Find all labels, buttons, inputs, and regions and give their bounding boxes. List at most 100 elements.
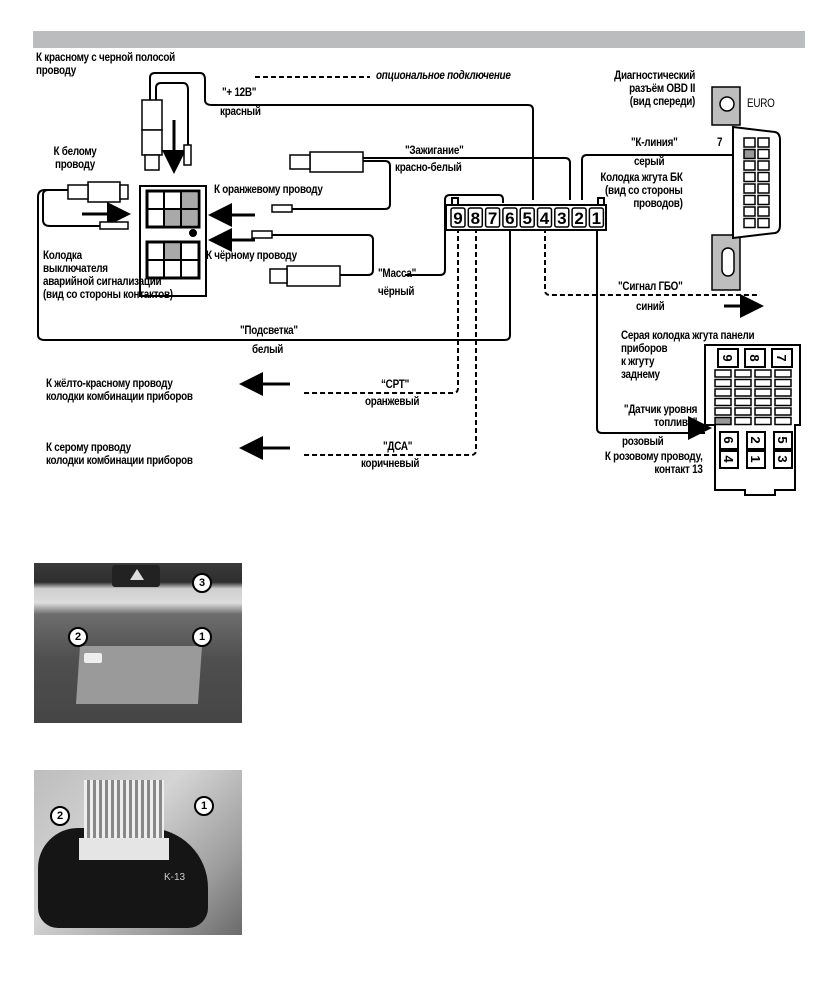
hazard-switch-connector	[139, 185, 207, 297]
gray-cell	[774, 369, 792, 378]
obd-pin	[743, 171, 756, 183]
photo-connector: K-13 2 1	[34, 770, 242, 935]
plug-ground	[286, 265, 341, 287]
obd-pin	[757, 183, 770, 194]
label-optional-connection: опциональное подключение	[376, 70, 511, 82]
label-obd-pin7: 7	[717, 137, 723, 149]
gray-pin-label: 5	[775, 436, 790, 443]
gray-pin	[744, 348, 766, 368]
gray-pin	[773, 450, 793, 469]
gray-pin	[746, 431, 766, 450]
callout-1: 1	[194, 796, 214, 816]
gray-pin	[746, 450, 766, 469]
gray-cell	[714, 416, 732, 426]
bk-pin-label: 4	[540, 209, 550, 228]
bk-pin	[450, 207, 466, 228]
wire-ignition	[363, 157, 571, 200]
label-backlight: "Подсветка"	[240, 325, 298, 337]
gray-pin	[719, 450, 739, 469]
label-backlight-color: белый	[252, 344, 284, 356]
bk-pin	[554, 207, 570, 228]
bk-pin-label: 3	[557, 209, 566, 228]
gray-pin-label: 1	[748, 455, 763, 462]
wire-block	[79, 838, 169, 860]
gray-cell	[714, 397, 732, 407]
bk-pin	[571, 207, 587, 228]
callout-1: 1	[192, 627, 212, 647]
gray-pin-label: 4	[721, 455, 736, 463]
label-ground-color: чёрный	[378, 286, 415, 298]
wire-gbo	[544, 228, 760, 296]
gray-cell	[754, 416, 772, 426]
terminal-white	[99, 221, 129, 230]
label-fuel-color: розовый	[622, 436, 664, 448]
label-black-wire: К чёрному проводу	[206, 250, 297, 262]
obd-pin	[743, 183, 756, 194]
wire-fuel	[596, 228, 705, 434]
label-dsa: "ДСА"	[383, 441, 413, 453]
obd-pin	[743, 148, 756, 160]
gray-cell	[774, 388, 792, 397]
gray-cell	[774, 397, 792, 407]
bk-pin-label: 1	[592, 209, 601, 228]
gray-pin	[719, 431, 739, 450]
label-gbo-color: синий	[636, 301, 665, 313]
wire-ground-loop	[270, 234, 374, 276]
engine-icon	[84, 653, 102, 663]
gray-cell	[754, 388, 772, 397]
connector-marking: K-13	[164, 872, 186, 883]
wire-plus12v-inner	[155, 82, 189, 145]
gray-cell	[734, 388, 752, 397]
label-plus12v-color: красный	[220, 106, 261, 118]
label-plus12v: "+ 12В"	[222, 87, 257, 99]
obd-pin	[743, 206, 756, 217]
bk-pin-label: 5	[522, 209, 531, 228]
gray-cell	[774, 378, 792, 388]
gray-pin-label: 7	[774, 354, 789, 361]
gray-pin-label: 3	[775, 455, 790, 462]
bk-pin	[484, 207, 501, 228]
bk-pin	[502, 207, 518, 228]
gray-cell	[734, 416, 752, 426]
gray-cell	[734, 407, 752, 416]
gray-cell	[734, 378, 752, 388]
label-ignition: "Зажигание"	[405, 145, 464, 157]
gray-cell	[734, 369, 752, 378]
wire-white-loop	[42, 189, 100, 227]
bk-pin-label: 7	[488, 209, 497, 228]
wire-dsa	[302, 228, 477, 456]
wire-srt	[302, 228, 459, 394]
terminal-orange	[271, 204, 293, 213]
bk-pin	[588, 207, 605, 228]
gray-cell	[754, 378, 772, 388]
obd-pin	[757, 137, 770, 148]
label-ignition-color: красно-белый	[395, 162, 462, 174]
obd-pin	[743, 137, 756, 148]
bk-pin-label: 2	[574, 209, 583, 228]
gray-cell	[714, 407, 732, 416]
gray-pin-label: 6	[721, 436, 736, 443]
label-obd-euro: EURO	[747, 98, 775, 110]
callout-3: 3	[192, 573, 212, 593]
gray-pin	[771, 348, 793, 368]
bk-pin-label: 6	[505, 209, 514, 228]
obd-pin	[743, 217, 756, 229]
wire-plus12v	[149, 72, 534, 200]
label-dsa-color: коричневый	[361, 458, 420, 470]
label-k-line-color: серый	[634, 156, 665, 168]
gray-cell	[754, 369, 772, 378]
bk-pin	[519, 207, 535, 228]
callout-2: 2	[50, 806, 70, 826]
obd-pin	[743, 160, 756, 171]
obd-connector	[711, 86, 781, 291]
label-srt-color: оранжевый	[365, 396, 420, 408]
